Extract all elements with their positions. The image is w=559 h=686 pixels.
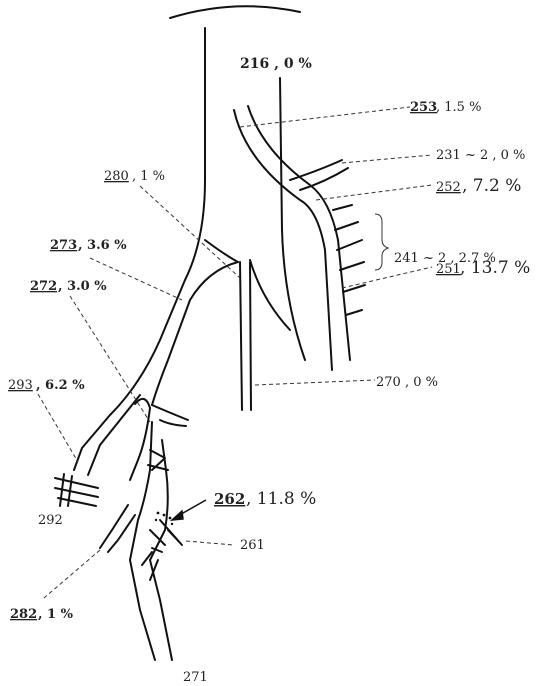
label-273: 273 xyxy=(50,238,77,253)
branch-231-b xyxy=(300,168,348,190)
label-253-value: , 1.5 % xyxy=(436,100,481,115)
vessel-outlines xyxy=(55,6,365,660)
lower-trunk-right xyxy=(150,440,172,660)
branch-282 xyxy=(100,505,135,552)
right-branch-inner xyxy=(248,106,350,360)
label-272-value: , 3.0 % xyxy=(58,279,107,294)
vessel-216 xyxy=(280,78,305,360)
label-262-value: , 11.8 % xyxy=(246,489,316,509)
label-251-value: , 13.7 % xyxy=(460,258,530,278)
leader-280 xyxy=(140,186,240,278)
leader-253 xyxy=(240,107,410,127)
label-272: 272 xyxy=(30,279,57,294)
label-282: 282 xyxy=(10,607,37,622)
label-253: 253 xyxy=(410,100,437,115)
label-251: 251 xyxy=(436,262,461,277)
label-262: 262 xyxy=(214,490,245,508)
label-252: 252 xyxy=(436,180,461,195)
label-280-value: , 1 % xyxy=(132,169,165,184)
label-252-value: , 7.2 % xyxy=(462,176,521,196)
leader-272 xyxy=(70,296,150,422)
branch-lower-right xyxy=(152,405,188,426)
label-292: 292 xyxy=(38,513,63,528)
branch-292 xyxy=(88,395,140,475)
vessel-270 xyxy=(240,262,251,410)
label-293: 293 xyxy=(8,378,33,393)
leader-270 xyxy=(255,380,375,385)
side-branches-241 xyxy=(333,205,365,315)
labels: 216 , 0 % 253 , 1.5 % 231 ~ 2 , 0 % 252 … xyxy=(8,56,530,685)
label-282-value: , 1 % xyxy=(38,607,74,622)
leader-lines xyxy=(38,107,432,598)
hatch-292 xyxy=(55,474,98,506)
label-293-value: , 6.2 % xyxy=(36,378,85,393)
leader-251 xyxy=(342,267,432,288)
label-231: 231 ~ 2 , 0 % xyxy=(436,148,525,163)
leader-282 xyxy=(44,550,100,598)
label-273-value: , 3.6 % xyxy=(78,238,127,253)
label-270: 270 , 0 % xyxy=(376,375,438,390)
label-216: 216 , 0 % xyxy=(240,56,312,72)
nub-lower xyxy=(142,552,158,580)
bracket-241 xyxy=(375,214,388,270)
lower-trunk-left xyxy=(130,422,155,660)
label-280: 280 xyxy=(104,169,129,184)
label-261: 261 xyxy=(240,538,265,553)
label-271: 271 xyxy=(183,670,208,685)
leader-261 xyxy=(186,541,234,545)
trunk-right-wall xyxy=(152,262,238,405)
top-arc xyxy=(170,6,300,18)
split-left xyxy=(205,240,238,262)
branch-272-loop xyxy=(130,399,150,480)
leader-293 xyxy=(38,394,78,462)
leader-252 xyxy=(316,185,432,200)
arrow-262 xyxy=(172,500,206,520)
branch-231-a xyxy=(290,160,342,180)
leader-231 xyxy=(342,155,432,163)
